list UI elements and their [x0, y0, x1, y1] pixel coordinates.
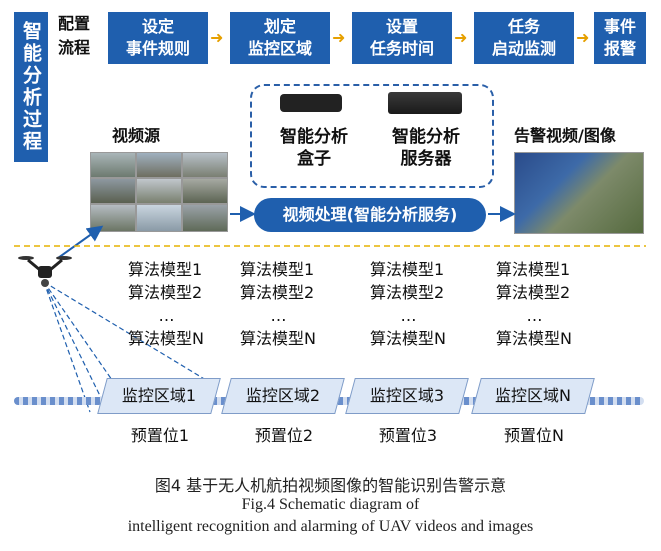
video-source-label: 视频源 [112, 126, 161, 145]
camera-view-line [43, 281, 109, 413]
camera-thumbnail [90, 152, 136, 178]
drone-icon [18, 256, 72, 287]
flow-arrow-icon: ➜ [576, 28, 590, 47]
camera-thumbnail [136, 178, 182, 204]
camera-thumbnail [182, 178, 228, 204]
zone-label: 监控区域2 [245, 386, 321, 405]
analysis-server-device-icon [388, 92, 462, 114]
flow-arrow-icon: ➜ [332, 28, 346, 47]
zone-label: 监控区域3 [369, 386, 445, 405]
monitor-zone-2: 监控区域2 [221, 378, 345, 414]
camera-view-line [43, 281, 113, 381]
step-start-monitoring: 任务 启动监测 [474, 12, 574, 64]
algorithm-model-list: 算法模型1 算法模型2 … 算法模型N [128, 260, 204, 348]
monitor-zone-n: 监控区域N [471, 378, 595, 414]
algorithm-model-list: 算法模型1 算法模型2 … 算法模型N [496, 260, 572, 348]
preset-position: 预置位N [504, 426, 564, 445]
preset-position: 预置位3 [378, 426, 438, 445]
step-event-alarm: 事件 报警 [594, 12, 646, 64]
analysis-server-label: 智能分析 服务器 [392, 127, 460, 169]
flow-arrow-icon: ➜ [454, 28, 468, 47]
figure-caption-en-2: intelligent recognition and alarming of … [127, 518, 534, 535]
camera-thumbnail [136, 204, 182, 232]
analysis-device-group [250, 84, 494, 188]
alarm-video-label: 告警视频/图像 [514, 126, 616, 145]
config-flow-label: 配置流程 [58, 14, 91, 57]
preset-position: 预置位1 [130, 426, 190, 445]
monitor-zone-3: 监控区域3 [345, 378, 469, 414]
camera-view-line [43, 281, 91, 413]
video-source-grid [90, 152, 228, 232]
alarm-screenshot-image [514, 152, 644, 234]
zone-label: 监控区域1 [121, 386, 197, 405]
analysis-box-label: 智能分析 盒子 [280, 127, 348, 169]
monitor-zone-1: 监控区域1 [97, 378, 221, 414]
video-processing-service: 视频处理(智能分析服务) [254, 198, 486, 232]
algorithm-model-list: 算法模型1 算法模型2 … 算法模型N [240, 260, 316, 348]
preset-position: 预置位2 [254, 426, 314, 445]
analysis-process-label: 智能分析过程 [14, 12, 48, 162]
zone-label: 监控区域N [495, 386, 571, 405]
figure-caption-cn: 图4 基于无人机航拍视频图像的智能识别告警示意 [154, 476, 507, 495]
camera-thumbnail [136, 152, 182, 178]
camera-thumbnail [182, 204, 228, 232]
camera-thumbnail [182, 152, 228, 178]
step-define-monitor-area: 划定 监控区域 [230, 12, 330, 64]
step-set-task-time: 设置 任务时间 [352, 12, 452, 64]
step-set-event-rules: 设定 事件规则 [108, 12, 208, 64]
algorithm-model-list: 算法模型1 算法模型2 … 算法模型N [370, 260, 446, 348]
figure-caption-en: Fig.4 Schematic diagram of [241, 496, 420, 513]
flow-arrow-icon: ➜ [210, 28, 224, 47]
arrow-drone-to-source [57, 225, 104, 259]
camera-thumbnail [90, 178, 136, 204]
analysis-box-device-icon [280, 94, 342, 112]
